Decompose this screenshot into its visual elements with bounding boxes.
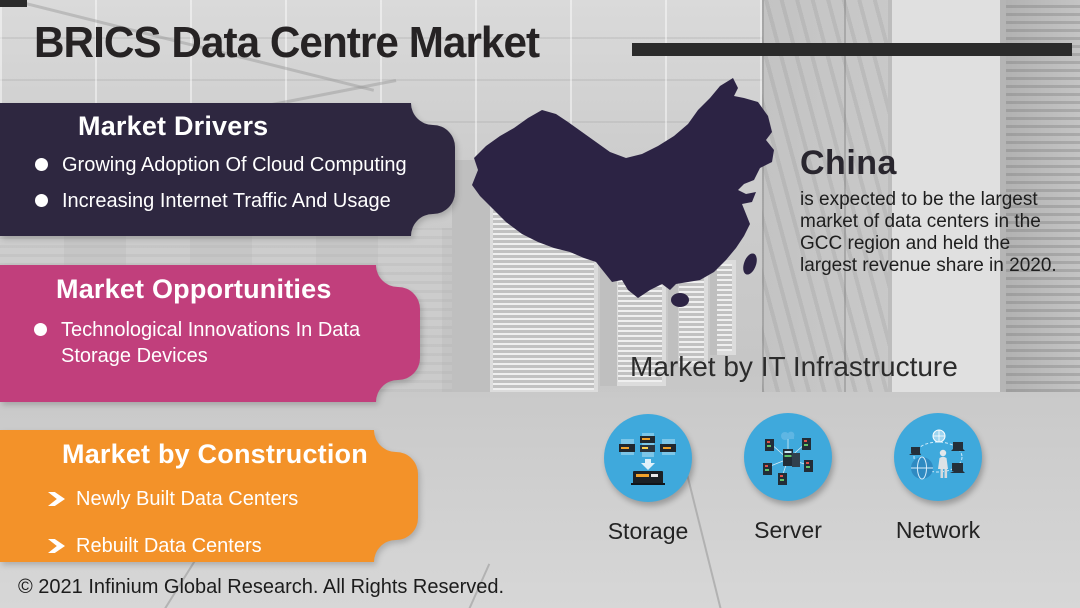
bullet-icon — [34, 323, 47, 336]
china-description: is expected to be the largest market of … — [800, 189, 1057, 276]
market-by-construction-title: Market by Construction — [62, 439, 368, 469]
market-drivers-panel: Market Drivers Growing Adoption Of Cloud… — [0, 103, 455, 236]
server-label: Server — [754, 517, 822, 543]
server-cabinet — [710, 260, 736, 355]
driver-item-label: Increasing Internet Traffic And Usage — [62, 190, 391, 212]
network-label: Network — [895, 517, 981, 543]
copyright-text: © 2021 Infinium Global Research. All Rig… — [18, 576, 505, 598]
panel-shape — [0, 103, 455, 236]
bullet-icon — [35, 194, 48, 207]
bullet-icon — [35, 158, 48, 171]
storage-icon — [604, 414, 692, 502]
panel-shape — [0, 265, 420, 402]
construction-item: Newly Built Data Centers — [48, 486, 418, 512]
driver-item: Increasing Internet Traffic And Usage — [35, 188, 455, 214]
opportunity-item-label: Technological Innovations In Data Storag… — [61, 319, 361, 367]
network-icon — [894, 413, 982, 501]
market-opportunities-panel: Market Opportunities Technological Innov… — [0, 265, 420, 402]
panel-shape — [0, 430, 418, 562]
china-heading: China — [800, 144, 897, 182]
infra-item-network: Network — [883, 413, 993, 544]
driver-item-label: Growing Adoption Of Cloud Computing — [62, 154, 407, 176]
market-opportunities-title: Market Opportunities — [56, 274, 332, 304]
opportunity-item: Technological Innovations In Data Storag… — [34, 317, 364, 369]
title-rule-bar — [632, 43, 1072, 56]
infrastructure-heading: Market by IT Infrastructure — [630, 351, 958, 382]
infra-item-storage: Storage — [593, 414, 703, 545]
construction-item-label: Rebuilt Data Centers — [76, 535, 262, 557]
construction-item-label: Newly Built Data Centers — [76, 488, 299, 510]
driver-item: Growing Adoption Of Cloud Computing — [35, 152, 455, 178]
storage-label: Storage — [607, 518, 689, 544]
arrow-bullet-icon — [48, 492, 65, 506]
construction-item: Rebuilt Data Centers — [48, 533, 418, 559]
top-left-accent-bar — [0, 0, 27, 7]
market-by-construction-panel: Market by Construction Newly Built Data … — [0, 430, 418, 562]
infra-item-server: Server — [733, 413, 843, 544]
china-map-silhouette — [472, 78, 774, 307]
china-callout: China is expected to be the largest mark… — [800, 144, 1062, 277]
arrow-bullet-icon — [48, 539, 65, 553]
server-icon — [744, 413, 832, 501]
page-title: BRICS Data Centre Market — [34, 18, 540, 67]
market-drivers-title: Market Drivers — [78, 111, 269, 141]
